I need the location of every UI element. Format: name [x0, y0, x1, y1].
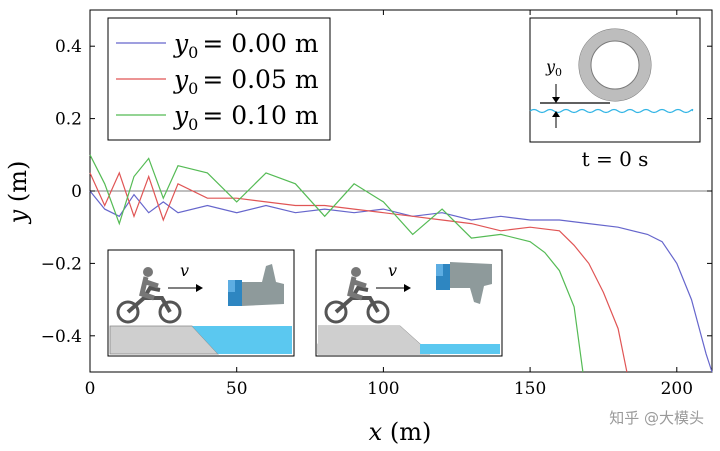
- series-group: [89, 154, 713, 373]
- x-tick-label: 0: [85, 379, 96, 399]
- velocity-arrow-head: [196, 284, 203, 292]
- inset-y0-label: y0: [545, 57, 562, 79]
- velocity-arrow-head-2: [404, 284, 411, 292]
- series-line-1: [89, 171, 628, 373]
- tire-ring: [579, 29, 651, 101]
- thumbs-down-icon: [436, 262, 492, 304]
- velocity-label: v: [180, 261, 189, 280]
- watermark: 知乎 @大模头: [609, 409, 704, 427]
- y-ticks: −0.4 −0.2 0 0.2 0.4: [41, 37, 712, 347]
- legend-label-2: y0= 0.10 m: [173, 101, 319, 134]
- inset-time-label: t = 0 s: [582, 147, 649, 171]
- legend-label-0: y0= 0.00 m: [173, 29, 319, 62]
- arrow-down-head: [552, 97, 560, 103]
- motorcycle-icon-2: [324, 267, 390, 324]
- thumbs-up-icon: [228, 264, 284, 306]
- x-axis-label: x (m): [369, 418, 432, 446]
- x-tick-label: 100: [367, 379, 399, 399]
- x-tick-label: 150: [514, 379, 546, 399]
- inset-initial-condition: y0 t = 0 s: [529, 17, 701, 171]
- y-axis-label: y (m): [4, 161, 32, 225]
- tire-hole: [590, 40, 640, 90]
- y-tick-label: 0.4: [55, 37, 82, 57]
- y-tick-label: −0.2: [41, 254, 82, 274]
- x-ticks: 0 50 100 150 200: [85, 10, 693, 399]
- x-tick-label: 200: [661, 379, 693, 399]
- water-pool: [192, 326, 292, 354]
- y-tick-label: −0.4: [41, 327, 82, 347]
- inset-fail: v: [315, 249, 503, 357]
- arrow-up-head: [552, 111, 560, 117]
- water-surface: [529, 108, 694, 114]
- y-tick-label: 0.2: [55, 110, 82, 130]
- ramp-fill: [318, 326, 420, 354]
- velocity-label-2: v: [388, 261, 397, 280]
- motorcycle-icon: [116, 267, 182, 324]
- legend-label-1: y0= 0.05 m: [173, 65, 319, 98]
- series-line-0: [89, 190, 713, 373]
- legend: y0= 0.00 m y0= 0.05 m y0= 0.10 m: [107, 17, 331, 141]
- water-pool-fail: [420, 344, 500, 354]
- x-tick-label: 50: [226, 379, 248, 399]
- inset-success: v: [107, 249, 295, 357]
- y-tick-label: 0: [71, 182, 82, 202]
- series-line-2: [89, 154, 584, 373]
